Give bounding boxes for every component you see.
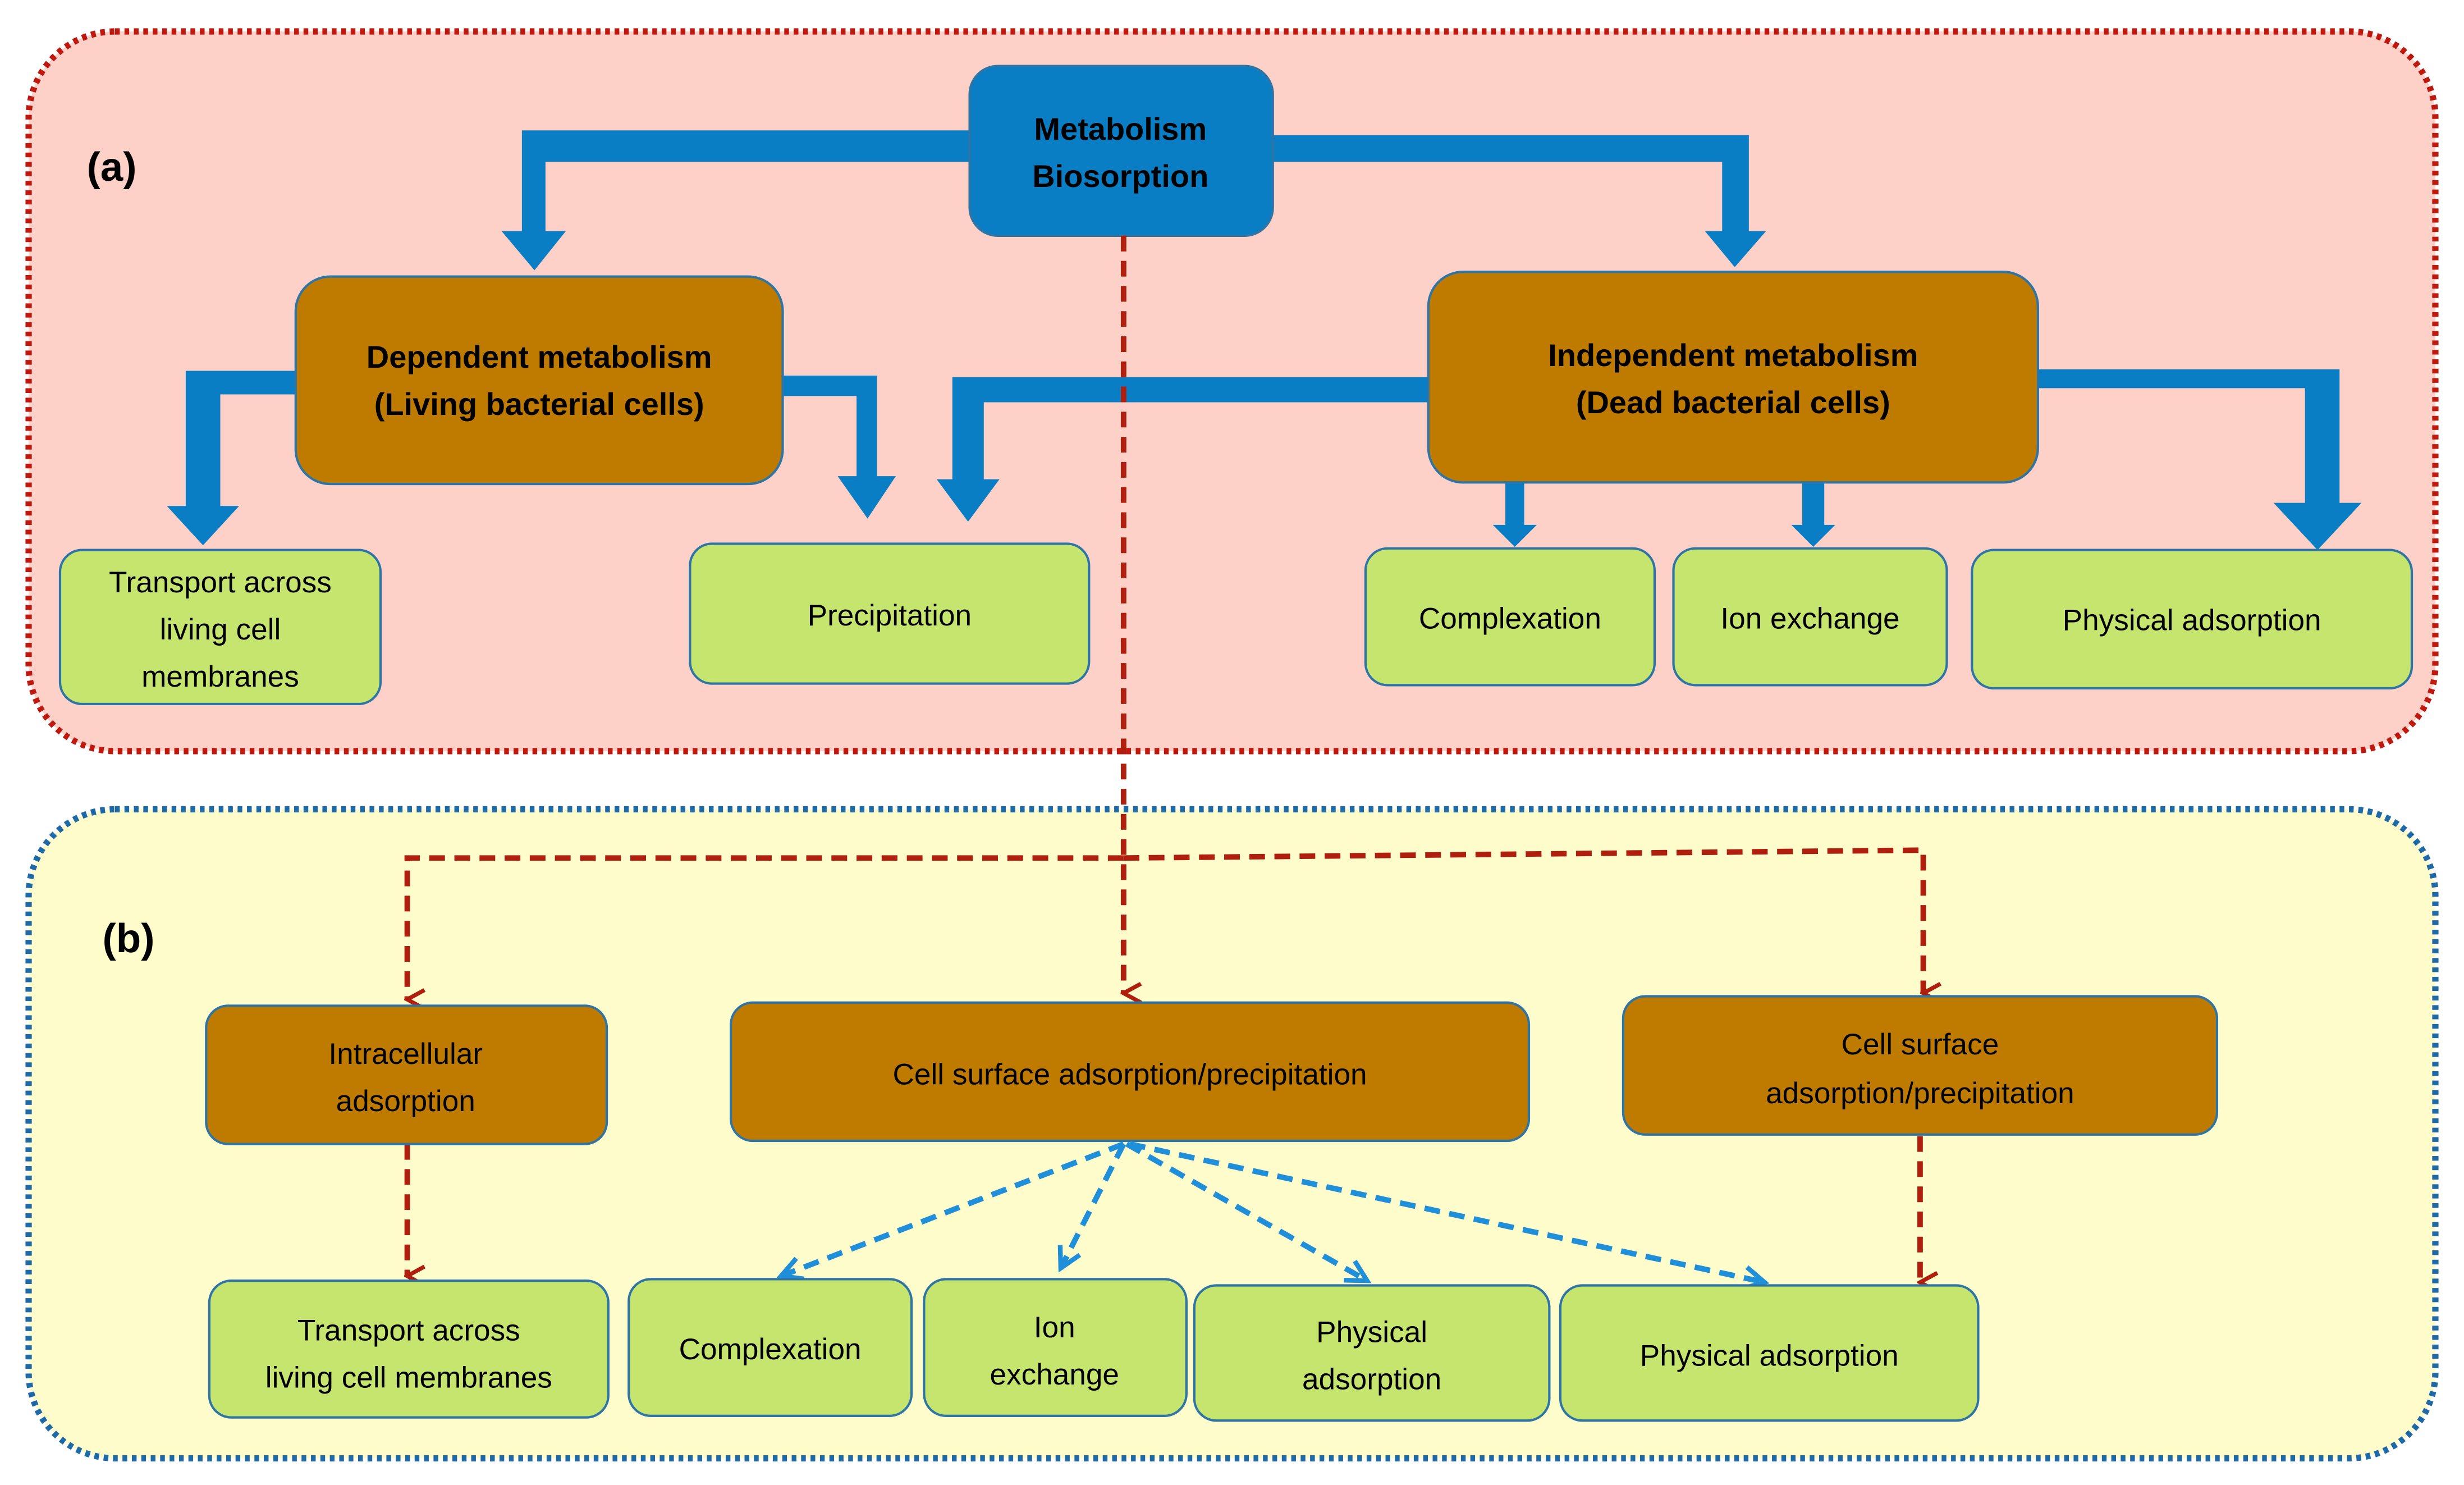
category-label: adsorption [336,1085,475,1118]
dashed-split-to-cell-surface-right [1123,847,1923,993]
leaf-label: Precipitation [808,599,972,632]
leaf-box [58,549,382,706]
leaf-label: exchange [990,1358,1119,1391]
independent-label-line1: Independent metabolism [1548,337,1918,373]
leaf-label: living cell [160,613,281,646]
arrow-independent-to-physical-adsorption [2037,369,2362,550]
dashed-split-to-intracellular [407,855,1124,999]
dependent-label-line2: (Living bacterial cells) [374,386,704,422]
intracellular-node[interactable]: Intracellular adsorption [205,1004,608,1145]
arrow-independent-to-ion-exchange [1791,482,1835,547]
independent-metabolism-node[interactable]: Independent metabolism (Dead bacterial c… [1427,271,2039,484]
leaf-b-ion-exchange[interactable]: Ion exchange [923,1278,1188,1417]
dashed-to-physical-small [1125,1141,1367,1281]
cell-surface-center-node[interactable]: Cell surface adsorption/precipitation [730,1001,1531,1143]
dashed-to-physical-adsorption [1129,1141,1765,1282]
arrow-independent-to-complexation [1492,482,1537,547]
root-node[interactable]: Metabolism Biosorption [968,65,1274,237]
category-label: Cell surface [1842,1028,1999,1061]
leaf-box [689,542,1091,685]
leaf-label: Complexation [1419,602,1601,636]
leaf-box [208,1280,610,1419]
leaf-b-complexation[interactable]: Complexation [628,1278,913,1417]
leaf-b-physical-adsorption[interactable]: Physical adsorption [1559,1284,1980,1422]
dashed-to-ion-exchange [1061,1143,1126,1268]
leaf-b-transport[interactable]: Transport across living cell membranes [208,1280,610,1419]
leaf-label: adsorption [1302,1363,1441,1396]
blue-dashed-connectors [781,1141,1765,1282]
leaf-box [1364,547,1656,687]
arrow-dependent-to-precipitation [782,375,896,519]
leaf-label: Complexation [679,1333,862,1366]
dependent-box [294,275,784,486]
leaf-label: Transport across [109,566,332,599]
panel-a-label: (a) [87,144,137,190]
leaf-label: Physical [1316,1315,1427,1349]
leaf-box [1672,547,1948,687]
leaf-box [1559,1284,1980,1422]
dependent-metabolism-node[interactable]: Dependent metabolism (Living bacterial c… [294,275,784,486]
leaf-box [1193,1284,1551,1422]
solid-arrows-a [167,130,2362,550]
arrow-root-to-dependent [501,130,970,271]
leaf-label: living cell membranes [265,1361,552,1394]
leaf-label: Physical adsorption [2063,604,2321,637]
leaf-a-precipitation[interactable]: Precipitation [689,542,1091,685]
panel-a: (a) Metabolism Biosorption [25,28,2439,755]
leaf-box [1971,549,2413,690]
leaf-label: Transport across [297,1314,520,1347]
category-box [205,1004,608,1145]
arrow-root-to-independent [1272,135,1766,267]
independent-box [1427,271,2039,484]
category-box [1622,995,2219,1136]
dependent-label-line1: Dependent metabolism [367,339,712,374]
leaf-label: Physical adsorption [1640,1339,1899,1372]
leaf-box [923,1278,1188,1417]
root-label-line2: Biosorption [1032,158,1208,194]
leaf-a-physical-adsorption[interactable]: Physical adsorption [1971,549,2413,690]
leaf-b-physical-small[interactable]: Physical adsorption [1193,1284,1551,1422]
dashed-to-complexation [781,1141,1125,1276]
independent-label-line2: (Dead bacterial cells) [1576,385,1890,420]
leaf-a-complexation[interactable]: Complexation [1364,547,1656,687]
category-label: adsorption/precipitation [1766,1077,2074,1110]
arrow-dependent-to-transport [167,371,296,546]
arrow-independent-to-precipitation [936,377,1428,522]
leaf-label: Ion exchange [1720,602,1899,636]
leaf-a-transport[interactable]: Transport across living cell membranes [58,549,382,706]
root-label-line1: Metabolism [1034,111,1207,147]
leaf-a-ion-exchange[interactable]: Ion exchange [1672,547,1948,687]
leaf-label: membranes [141,660,299,693]
leaf-box [628,1278,913,1417]
leaf-label: Ion [1034,1311,1075,1344]
cell-surface-right-node[interactable]: Cell surface adsorption/precipitation [1622,995,2219,1136]
root-box [968,65,1274,237]
category-box [730,1001,1531,1143]
category-label: Intracellular [328,1038,483,1071]
category-label: Cell surface adsorption/precipitation [893,1058,1367,1091]
panel-b-label: (b) [103,916,155,961]
